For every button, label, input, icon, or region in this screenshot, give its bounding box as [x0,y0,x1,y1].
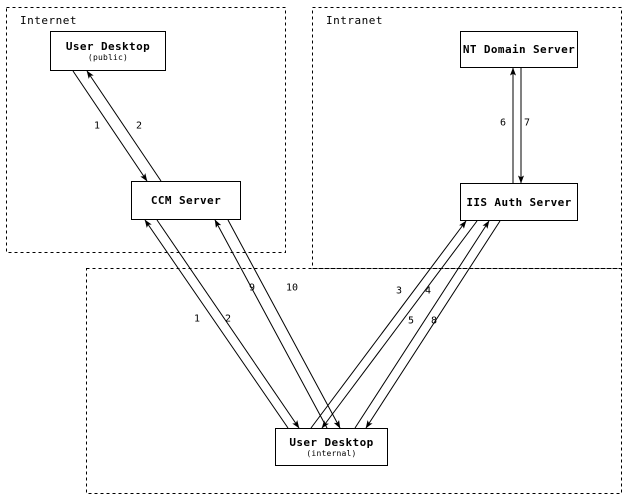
node-user-desktop-public: User Desktop(public) [50,31,166,71]
node-subtitle-user-desktop-public: (public) [87,52,129,62]
node-title-iis-auth-server: IIS Auth Server [466,195,572,209]
node-nt-domain-server: NT Domain Server [460,31,578,68]
flow-label-flow-3: 3 [395,285,403,297]
flow-label-flow-5: 5 [407,315,415,327]
flow-label-flow-6: 6 [499,117,507,129]
node-title-user-desktop-public: User Desktop [65,39,151,53]
node-title-user-desktop-internal: User Desktop [289,435,374,449]
zone-boundary-internal [86,268,622,494]
flow-label-flow-1-internal: 1 [193,313,201,325]
connector-seg-3 [310,220,467,429]
flow-label-flow-4: 4 [424,285,432,297]
edge-connectors [72,67,524,429]
connector-seg-1-internal [144,219,289,429]
zone-boundaries [6,7,622,494]
zone-label-intranet: Intranet [326,14,383,27]
node-ccm-server: CCM Server [131,181,241,220]
zone-boundary-internet [6,7,286,253]
flow-label-flow-7: 7 [523,117,531,129]
flow-label-flow-2-public: 2 [135,120,143,132]
node-title-ccm-server: CCM Server [150,194,222,207]
flow-label-flow-9: 9 [248,282,256,294]
zone-label-internet: Internet [20,14,77,27]
flow-label-flow-2-internal: 2 [224,313,232,325]
connector-seg-2-public [86,70,162,182]
flow-label-flow-1-public: 1 [93,120,101,132]
node-iis-auth-server: IIS Auth Server [460,183,578,221]
flow-label-flow-8: 8 [430,315,438,327]
connector-seg-4 [321,220,478,429]
node-subtitle-user-desktop-internal: (internal) [306,448,357,458]
connector-seg-9 [214,219,328,429]
flow-label-flow-10: 10 [285,282,299,294]
connector-seg-8 [365,220,501,429]
node-title-nt-domain-server: NT Domain Server [462,43,576,56]
connector-seg-1-public [72,70,148,182]
node-user-desktop-internal: User Desktop(internal) [275,428,388,466]
connector-seg-5 [354,220,490,429]
zone-boundary-intranet [312,7,622,269]
connector-seg-2-internal [156,219,300,429]
connector-seg-10 [227,219,341,429]
